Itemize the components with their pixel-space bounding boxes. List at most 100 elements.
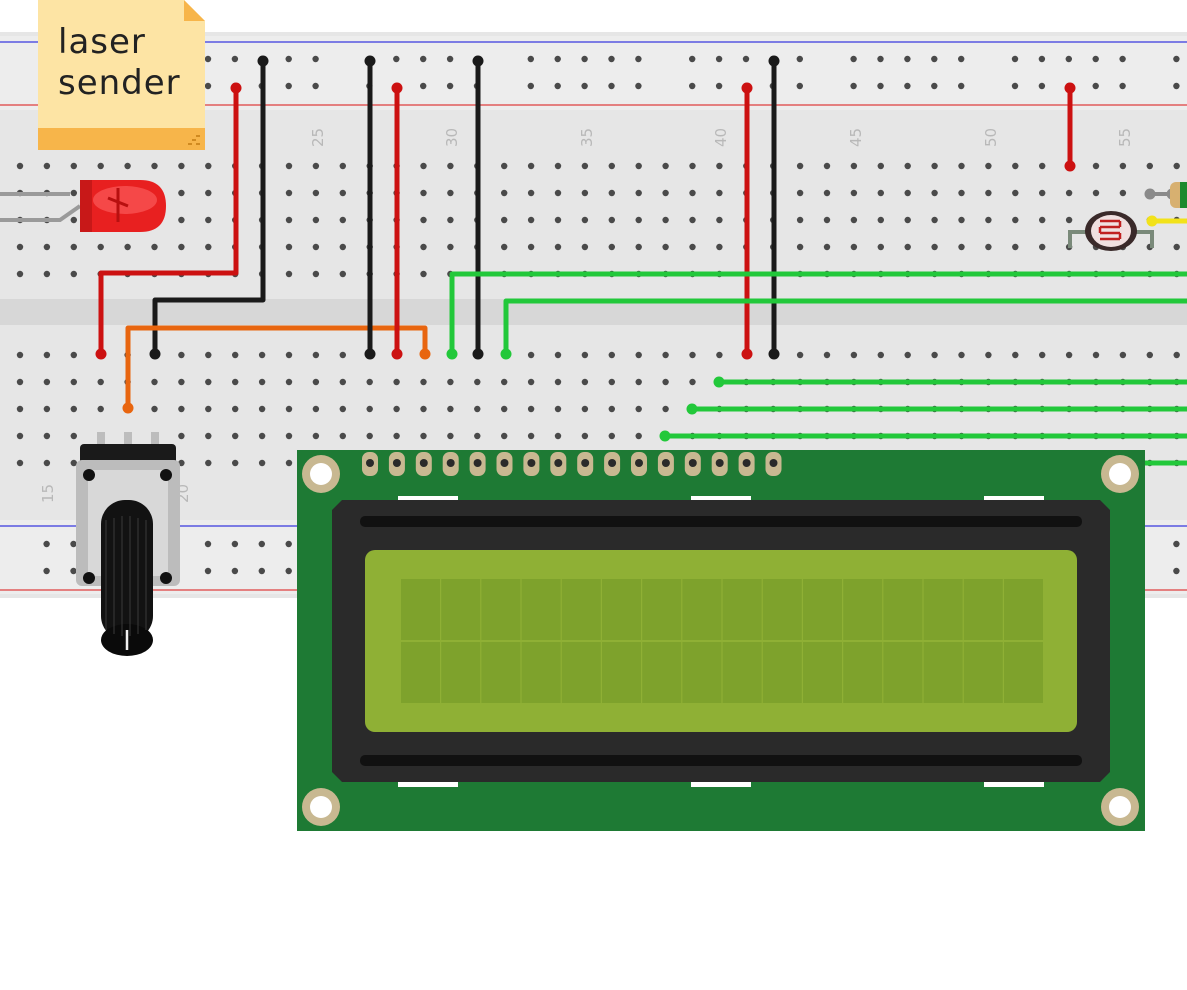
breadboard-hole [1119,351,1127,359]
breadboard-hole [1146,351,1154,359]
breadboard-hole [635,243,642,251]
note-line-2: sender [58,63,181,103]
wire-end [768,55,780,67]
breadboard-hole [527,243,535,251]
breadboard-hole [205,189,212,197]
breadboard-hole [124,243,131,251]
breadboard-hole [339,378,346,386]
breadboard-hole [796,82,803,90]
breadboard-hole [474,378,481,386]
breadboard-hole [447,189,454,197]
potentiometer[interactable] [76,432,180,656]
led-leads [0,192,82,222]
breadboard-hole [1146,162,1154,170]
lcd-pin-hole [688,459,697,467]
breadboard-hole [581,378,589,386]
breadboard-hole [447,432,454,440]
lcd-module[interactable] [297,450,1145,831]
breadboard-hole [285,82,292,90]
wire-orange[interactable] [125,325,428,408]
lcd-cell [642,579,682,640]
breadboard-hole [1011,82,1019,90]
wire-end [713,376,725,388]
lcd-pin-hole [769,459,778,467]
breadboard-hole [581,216,589,224]
breadboard-hole [205,378,212,386]
red-led[interactable] [80,180,166,232]
breadboard-hole [958,82,965,90]
column-number-55: 55 [1116,128,1134,147]
breadboard-hole [1173,243,1180,251]
breadboard-hole [581,189,589,197]
wire-end [122,402,134,414]
breadboard-hole [608,55,615,63]
breadboard-hole [716,189,723,197]
breadboard-hole [501,162,508,170]
breadboard-hole [527,55,534,63]
breadboard-hole [689,162,696,170]
lcd-screen [365,550,1077,732]
breadboard-hole [527,82,534,90]
breadboard-hole [1119,162,1127,170]
breadboard-hole [662,216,669,224]
breadboard-hole [285,162,293,170]
breadboard-hole [1065,351,1073,359]
breadboard-hole [232,378,239,386]
lcd-pin-hole [635,459,643,467]
breadboard-hole [312,82,319,90]
breadboard-hole [124,162,131,170]
breadboard-hole [43,459,51,467]
breadboard-hole [285,270,293,278]
lcd-cell [561,579,601,640]
breadboard-hole [1119,189,1127,197]
breadboard-hole [527,162,535,170]
breadboard-hole [985,189,992,197]
breadboard-hole [1039,243,1046,251]
breadboard-hole [258,432,266,440]
breadboard-hole [1119,82,1126,90]
breadboard-hole [312,432,320,440]
breadboard-hole [608,82,615,90]
breadboard-hole [285,55,292,63]
lcd-pin-hole [366,459,374,467]
wire-end [391,82,403,94]
lcd-cell [803,642,842,703]
breadboard-hole [285,351,293,359]
breadboard-hole [850,162,858,170]
photoresistor[interactable] [1068,211,1154,251]
resistor[interactable] [1170,182,1187,208]
breadboard-hole [339,216,346,224]
breadboard-hole [1012,243,1019,251]
breadboard-hole [204,82,212,90]
wire-green-1[interactable] [449,271,1187,354]
breadboard-hole [958,162,965,170]
breadboard-hole [716,243,723,251]
breadboard-hole [581,243,589,251]
breadboard-hole [689,243,696,251]
breadboard-hole [339,405,346,413]
lcd-cell [602,579,641,640]
breadboard-hole [16,405,24,413]
wire-green-2[interactable] [503,298,1187,354]
breadboard-hole [715,55,723,63]
breadboard-hole [1012,351,1019,359]
breadboard-hole [527,405,535,413]
breadboard-hole [850,351,858,359]
breadboard-hole [554,216,562,224]
breadboard-hole [16,378,24,386]
breadboard-hole [608,405,615,413]
breadboard-hole [877,162,884,170]
breadboard-hole [608,351,615,359]
breadboard-hole [850,82,857,90]
lcd-cell [963,579,1003,640]
wire-end [741,82,753,94]
breadboard-hole [527,378,535,386]
breadboard-hole [43,351,51,359]
breadboard-hole [420,189,427,197]
breadboard-hole [285,378,293,386]
breadboard-hole [16,162,24,170]
breadboard-hole [1173,55,1180,63]
wire-red-1[interactable] [98,88,239,354]
note-label: laser sender [38,0,205,150]
breadboard-hole [258,540,265,548]
